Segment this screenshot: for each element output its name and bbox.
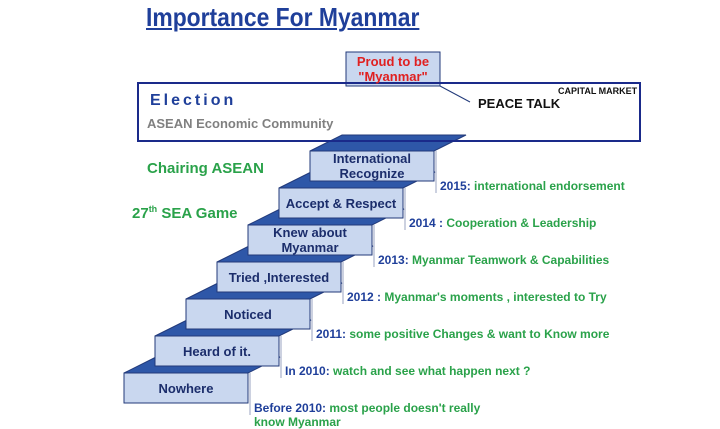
year-label: 2014 :	[409, 216, 444, 230]
chairing-asean-label: Chairing ASEAN	[147, 160, 264, 177]
year-note: 2012 : Myanmar's moments , interested to…	[347, 290, 607, 304]
sea-game-superscript: th	[148, 204, 158, 214]
year-note: In 2010: watch and see what happen next …	[285, 364, 530, 378]
step-face	[154, 335, 280, 367]
year-label: In 2010:	[285, 364, 330, 378]
step-face	[185, 298, 311, 330]
step-label: Tried ,Interested	[228, 269, 330, 285]
step-top	[309, 134, 467, 152]
step-label: Nowhere	[158, 380, 214, 396]
asean-economic-label: ASEAN Economic Community	[147, 116, 334, 131]
step-label: Knew about Myanmar	[273, 225, 347, 255]
note-text: international endorsement	[470, 179, 625, 193]
step-label: Noticed	[224, 306, 272, 322]
step-label: Heard of it.	[183, 343, 251, 359]
step-face	[309, 150, 435, 182]
note-text: some positive Changes & want to Know mor…	[346, 327, 610, 341]
year-note: 2014 : Cooperation & Leadership	[409, 216, 596, 230]
step-face	[216, 261, 342, 293]
year-label: Before 2010:	[254, 401, 327, 415]
year-label: 2011:	[316, 327, 347, 341]
step-label: International Recognize	[332, 151, 411, 181]
highlight-box	[137, 82, 641, 142]
capital-market-label: CAPITAL MARKET	[558, 86, 638, 96]
top-box-side	[439, 85, 471, 103]
step-face	[247, 224, 373, 256]
year-label: 2015:	[440, 179, 471, 193]
note-text: watch and see what happen next ?	[329, 364, 531, 378]
year-note: 2013: Myanmar Teamwork & Capabilities	[378, 253, 609, 267]
year-note: 2015: international endorsement	[440, 179, 625, 193]
note-text: most people doesn't really	[326, 401, 481, 415]
peace-talk-label: PEACE TALK	[478, 96, 561, 111]
top-box	[345, 51, 441, 87]
steps-layer	[123, 51, 471, 404]
page-title: Importance For Myanmar	[146, 2, 420, 32]
connector-lines	[249, 151, 437, 415]
sea-game-number: 27	[132, 205, 149, 222]
note-text-continued: know Myanmar	[254, 415, 341, 429]
sea-game-text: SEA Game	[157, 205, 238, 222]
note-text: Cooperation & Leadership	[443, 216, 597, 230]
year-note: 2011: some positive Changes & want to Kn…	[316, 327, 609, 341]
step-label: Accept & Respect	[285, 195, 397, 211]
step-face	[278, 187, 404, 219]
year-label: 2013:	[378, 253, 409, 267]
top-box-label: Proud to be "Myanmar"	[356, 54, 430, 84]
election-label: Election	[150, 92, 237, 109]
year-label: 2012 :	[347, 290, 382, 304]
staircase-diagram	[123, 51, 641, 415]
step-face	[123, 372, 249, 404]
note-text: Myanmar's moments , interested to Try	[381, 290, 607, 304]
note-text: Myanmar Teamwork & Capabilities	[408, 253, 610, 267]
sea-game-label: 27th SEA Game	[132, 204, 238, 222]
